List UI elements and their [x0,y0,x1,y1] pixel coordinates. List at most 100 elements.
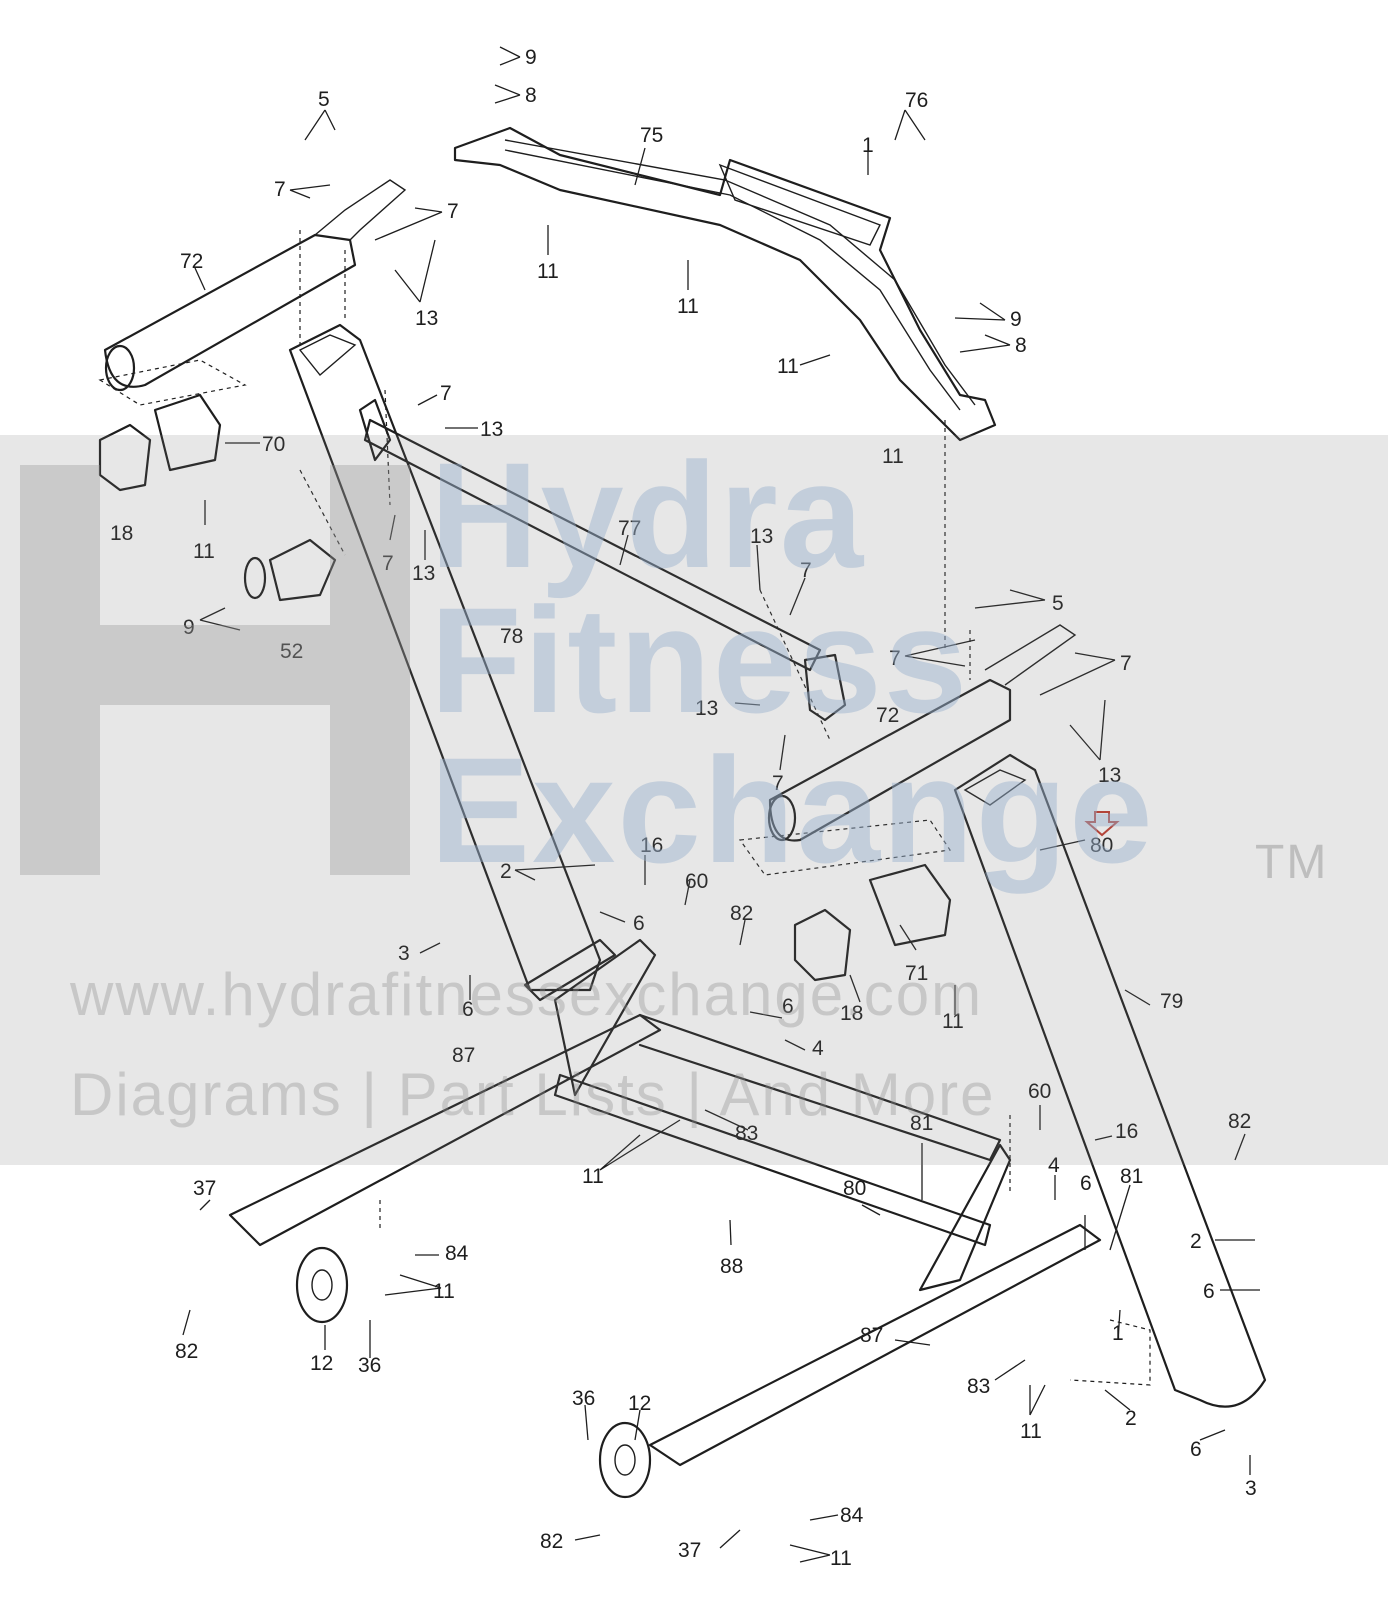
callout-60: 60 [685,870,708,893]
callout-13: 13 [412,562,435,585]
callout-84: 84 [840,1504,864,1527]
callout-2: 2 [500,860,512,883]
callout-13: 13 [480,418,503,441]
callout-60: 60 [1028,1080,1051,1103]
callout-13: 13 [415,307,438,330]
callout-13: 13 [750,525,773,548]
watermark-brand-line1: Hydra [430,431,866,599]
callout-7: 7 [382,552,394,575]
assembly-guide-lines [98,230,1151,1386]
part-72-left-arm [103,179,407,392]
callout-81: 81 [910,1112,933,1135]
highlight-arrow-80 [1084,811,1120,837]
callout-72: 72 [180,250,203,273]
callout-16: 16 [1115,1120,1138,1143]
callout-11: 11 [582,1165,604,1188]
part-72-right-arm [767,624,1077,842]
callout-52: 52 [280,640,303,663]
watermark-tagline: Diagrams | Part Lists | And More [70,1061,996,1128]
callout-37: 37 [193,1177,216,1200]
callout-3: 3 [1245,1477,1257,1500]
watermark-brand-line2: Fitness [430,576,970,744]
callout-11: 11 [537,260,559,283]
callout-2: 2 [1190,1230,1202,1253]
callout-7: 7 [1120,652,1132,675]
callout-1: 1 [1112,1322,1124,1345]
callout-18: 18 [110,522,133,545]
callout-6: 6 [782,995,794,1018]
callout-80: 80 [843,1177,866,1200]
callout-11: 11 [677,295,699,318]
callout-77: 77 [618,517,641,540]
watermark-trademark: TM [1255,836,1329,889]
callout-88: 88 [720,1255,743,1278]
callout-36: 36 [358,1354,381,1377]
callout-76: 76 [905,89,928,112]
callout-11: 11 [882,445,904,468]
callout-83: 83 [735,1122,758,1145]
callout-11: 11 [942,1010,964,1033]
part-88-base-frame [228,938,1102,1467]
callout-72: 72 [876,704,899,727]
callout-82: 82 [1228,1110,1251,1133]
callout-9: 9 [1010,308,1022,331]
callout-11: 11 [1020,1420,1042,1443]
callout-9: 9 [525,46,537,69]
callout-8: 8 [525,84,537,107]
callout-4: 4 [1048,1154,1060,1177]
callout-71: 71 [905,962,928,985]
callout-3: 3 [398,942,410,965]
callout-1: 1 [862,134,874,157]
callout-7: 7 [772,772,784,795]
callout-8: 8 [1015,334,1027,357]
callout-13: 13 [695,697,718,720]
callout-87: 87 [860,1324,883,1347]
callout-6: 6 [633,912,645,935]
callout-7: 7 [440,382,452,405]
callout-6: 6 [1190,1438,1202,1461]
callout-12: 12 [310,1352,333,1375]
callout-83: 83 [967,1375,990,1398]
callout-4: 4 [812,1037,824,1060]
callout-5: 5 [1052,592,1064,615]
callout-11: 11 [193,540,215,563]
callout-78: 78 [500,625,523,648]
part-12-wheels [295,1246,652,1499]
callout-2: 2 [1125,1407,1137,1430]
callout-82: 82 [730,902,753,925]
callout-82: 82 [175,1340,198,1363]
callout-7: 7 [800,559,812,582]
callout-labels: 9 8 76 5 75 1 7 7 72 13 11 11 9 8 11 7 1… [110,46,1257,1570]
callout-18: 18 [840,1002,863,1025]
callout-6: 6 [462,998,474,1021]
callout-84: 84 [445,1242,469,1265]
leader-lines [182,46,1260,1563]
callout-7: 7 [889,647,901,670]
callout-75: 75 [640,124,663,147]
callout-82: 82 [540,1530,563,1553]
part-70-71-18-caps [98,393,952,982]
callout-87: 87 [452,1044,475,1067]
part-79-right-post [953,753,1267,1408]
callout-13: 13 [1098,764,1121,787]
part-77-crossbar [358,398,847,722]
callout-6: 6 [1203,1280,1215,1303]
callout-5: 5 [318,88,330,111]
callout-9: 9 [183,616,195,639]
callout-36: 36 [572,1387,595,1410]
callout-11: 11 [433,1280,455,1303]
part-75-console-frame [453,126,997,442]
callout-79: 79 [1160,990,1183,1013]
callout-80: 80 [1090,834,1113,857]
callout-7: 7 [274,178,286,201]
callout-11: 11 [777,355,799,378]
callout-37: 37 [678,1539,701,1562]
watermark-brand-line3: Exchange [430,726,1155,894]
callout-11: 11 [830,1547,852,1570]
callout-7: 7 [447,200,459,223]
callout-12: 12 [628,1392,651,1415]
callout-81: 81 [1120,1165,1143,1188]
callout-6: 6 [1080,1172,1092,1195]
